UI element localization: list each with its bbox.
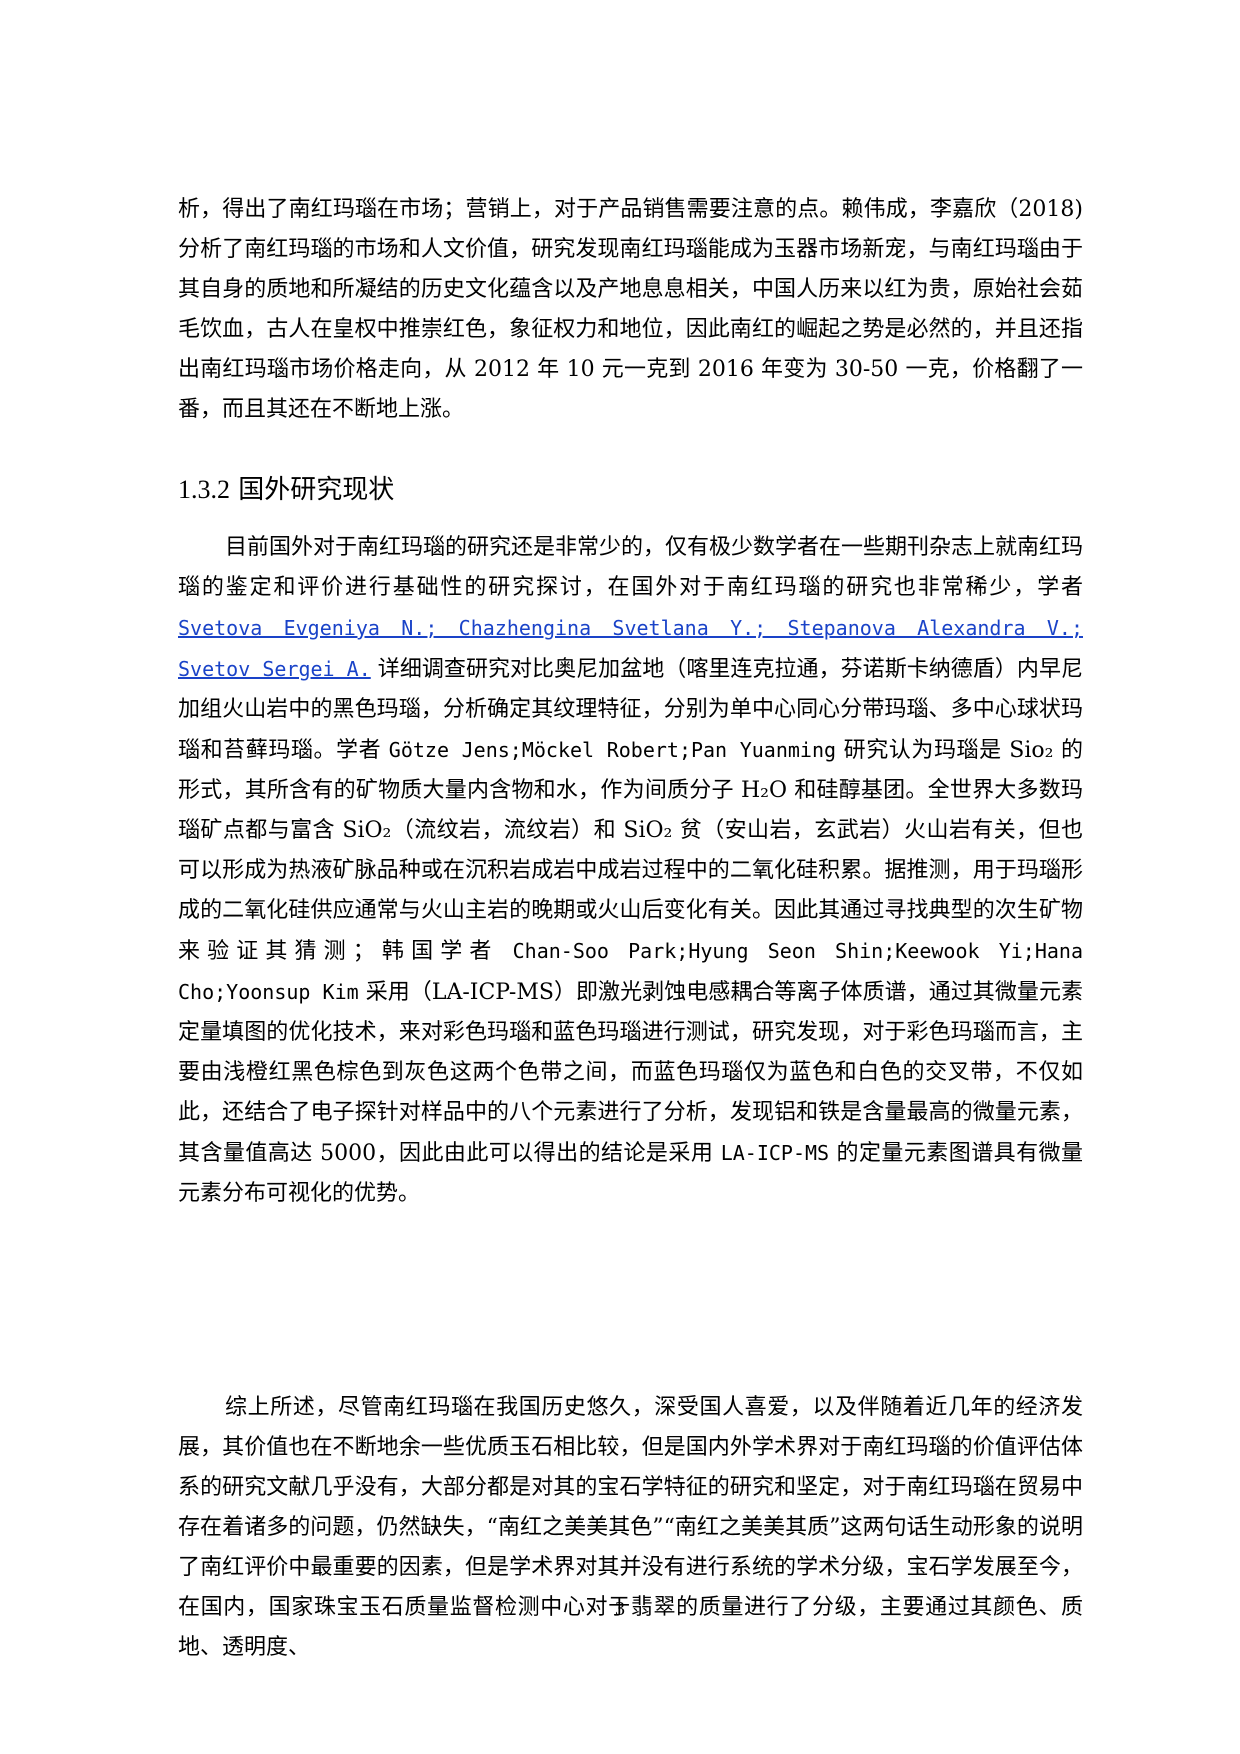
section-title: 国外研究现状 <box>238 475 395 505</box>
page-number: 3 <box>615 1598 625 1620</box>
paragraph-text: 目前国外对于南红玛瑙的研究还是非常少的，仅有极少数学者在一些期刊杂志上就南红玛瑙… <box>178 535 1084 600</box>
author-names: Chan-Soo Park;Hyung Seon Shin;Keewook Yi… <box>178 939 1083 1004</box>
method-name: LA-ICP-MS <box>720 1141 830 1165</box>
section-heading: 1.3.2 国外研究现状 <box>178 470 394 510</box>
author-names: Götze Jens;Möckel Robert;Pan Yuanming <box>388 738 837 762</box>
author-link[interactable]: Svetova Evgeniya N.; Chazhengina Svetlan… <box>178 616 1083 681</box>
paragraph-domestic-research-continued: 析，得出了南红玛瑙在市场；营销上，对于产品销售需要注意的点。赖伟成，李嘉欣（20… <box>178 197 1083 422</box>
paragraph-text: 详细调查研究对比奥尼加盆地（喀里连克拉通，芬诺斯卡纳德盾）内早尼加组火山岩中的黑… <box>178 657 1084 763</box>
section-number: 1.3.2 <box>178 475 230 504</box>
paragraph-summary: 综上所述，尽管南红玛瑙在我国历史悠久，深受国人喜爱，以及伴随着近几年的经济发展，… <box>178 1395 1083 1660</box>
paragraph-foreign-research: 目前国外对于南红玛瑙的研究还是非常少的，仅有极少数学者在一些期刊杂志上就南红玛瑙… <box>178 528 1083 1214</box>
paragraph-text: 采用（LA-ICP-MS）即激光剥蚀电感耦合等离子体质谱，通过其微量元素定量填图… <box>178 980 1083 1166</box>
paragraph-text: 研究认为玛瑙是 Sio₂ 的形式，其所含有的矿物质大量内含物和水，作为间质分子 … <box>178 738 1084 964</box>
paragraph-text: 的定量元素图谱具有微量元素分布可视化的优势。 <box>178 1141 1083 1206</box>
